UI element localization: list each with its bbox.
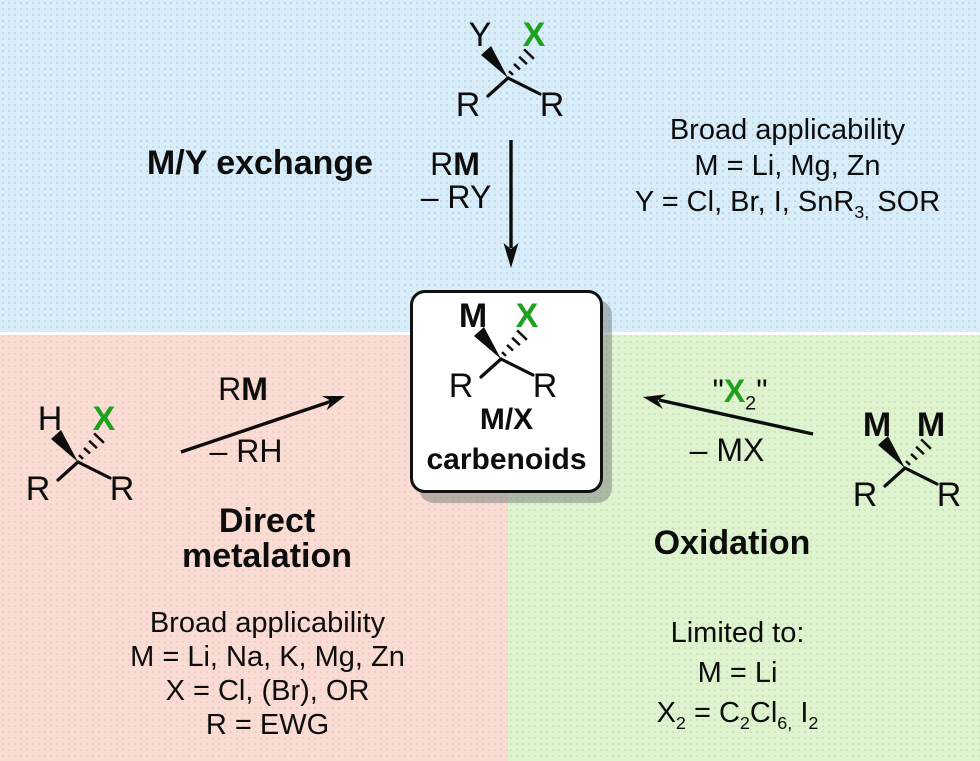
atom-x: X (92, 400, 116, 438)
note-line: Limited to: (670, 617, 805, 649)
structure-substrate-hx: H X R R (14, 400, 149, 506)
section-title-oxidation: Oxidation (653, 524, 811, 562)
bond-set (481, 46, 542, 98)
carbenoid-product-box (410, 290, 603, 493)
structure-carbenoid-mx: M X R R (437, 297, 572, 403)
structure-substrate-mm: M M R R (841, 406, 976, 512)
atom-r: R (539, 86, 565, 124)
note-line: Broad applicability (149, 607, 386, 639)
carbenoid-caption-mx: M/X (479, 403, 534, 436)
atom-m: M (916, 406, 946, 444)
atom-r: R (532, 367, 558, 405)
note-exchange-scope: Broad applicability M = Li, Mg, Zn Y = C… (600, 112, 975, 230)
note-line: X = Cl, (Br), OR (165, 675, 370, 707)
atom-r: R (448, 367, 474, 405)
atom-r: R (109, 470, 135, 508)
note-metalation-scope: Broad applicability M = Li, Na, K, Mg, Z… (80, 606, 455, 742)
note-line: R = EWG (205, 709, 330, 741)
atom-x: X (515, 297, 539, 335)
note-line: Broad applicability (669, 114, 906, 146)
carbenoid-caption-name: carbenoids (426, 443, 587, 476)
reagent-label-rm-top: RM (430, 146, 480, 182)
note-line: M = Li, Mg, Zn (694, 150, 881, 182)
note-line: M = Li, Na, K, Mg, Zn (130, 641, 405, 673)
atom-r: R (852, 476, 878, 514)
atom-r: R (25, 470, 51, 508)
structure-substrate-yx: Y X R R (444, 16, 579, 122)
title-line: Direct (218, 502, 316, 540)
atom-r: R (936, 476, 962, 514)
note-oxidation-scope: Limited to: M = Li X2 = C2Cl6, I2 (560, 613, 915, 743)
section-title-direct-metalation: Direct metalation (117, 504, 417, 574)
reagent-label-rm-left: RM (218, 371, 268, 407)
bond-set (878, 436, 939, 488)
section-title-my-exchange: M/Y exchange (146, 144, 374, 182)
note-line: X2 = C2Cl6, I2 (656, 697, 819, 733)
atom-x: X (522, 16, 546, 54)
byproduct-label-rh: – RH (209, 433, 283, 469)
note-line: Y = Cl, Br, I, SnR3, SOR (634, 186, 941, 222)
note-line: M = Li (697, 657, 778, 689)
byproduct-label-ry: – RY (420, 179, 492, 215)
reagent-label-x2: "X2" (712, 373, 768, 415)
atom-m: M (458, 297, 488, 335)
bond-set (51, 430, 112, 482)
byproduct-label-mx: – MX (689, 432, 765, 468)
title-line: metalation (181, 537, 353, 575)
atom-y: Y (468, 16, 492, 54)
atom-r: R (455, 86, 481, 124)
atom-h: H (37, 400, 63, 438)
atom-m: M (862, 406, 892, 444)
bond-set (474, 327, 535, 379)
